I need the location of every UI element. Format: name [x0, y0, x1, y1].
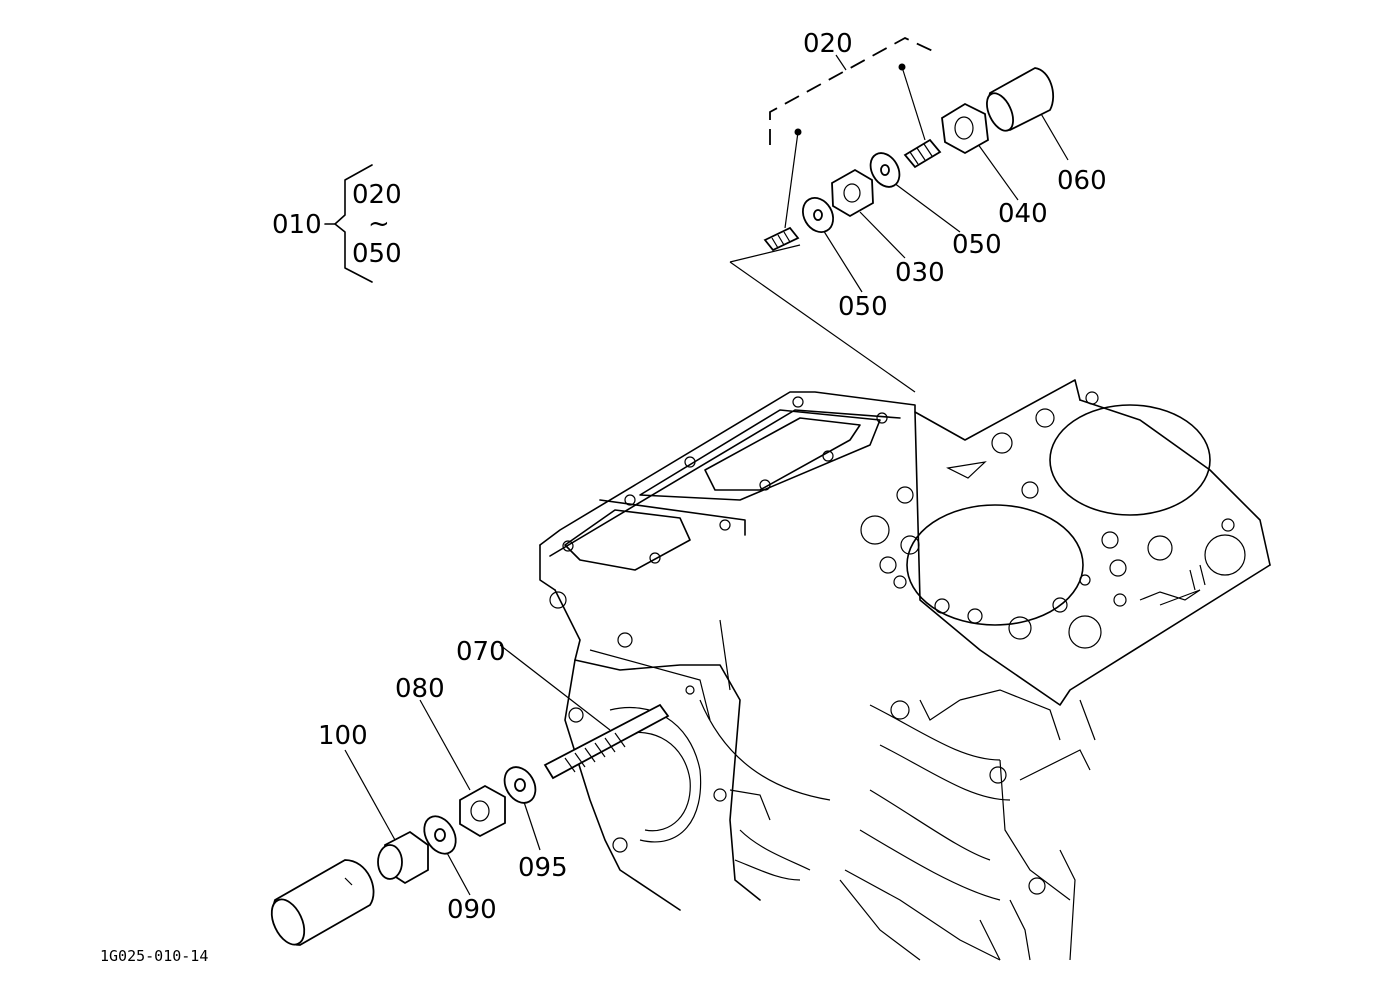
part-set-screw-upper [763, 226, 800, 252]
group-reference: 010 020 ~ 050 [272, 180, 402, 269]
group-range-separator: ~ [368, 209, 390, 239]
callout-050-right: 050 [952, 230, 1002, 260]
callout-030: 030 [895, 258, 945, 288]
group-range-end: 050 [352, 239, 402, 269]
part-cap-060 [986, 67, 1055, 132]
callout-100: 100 [318, 721, 368, 751]
part-nut-030 [831, 168, 874, 218]
part-stud-070 [543, 703, 670, 780]
callout-080: 080 [395, 674, 445, 704]
part-washer-050-right [869, 152, 901, 188]
callout-labels: 020 060 040 050 030 050 070 080 100 095 … [318, 29, 1107, 925]
callout-070: 070 [456, 637, 506, 667]
group-label-010: 010 [272, 210, 322, 240]
callout-050-left: 050 [838, 292, 888, 322]
part-washer-050-left [802, 197, 834, 233]
part-washer-090 [423, 815, 457, 855]
part-adjust-screw [903, 138, 942, 169]
leader-lines [324, 36, 1069, 896]
callout-060: 060 [1057, 166, 1107, 196]
part-cap-lower [270, 859, 375, 946]
part-washer-095 [503, 766, 537, 804]
part-nut-080 [459, 784, 506, 838]
callout-040: 040 [998, 199, 1048, 229]
callout-020: 020 [803, 29, 853, 59]
part-cap-nut-100 [377, 830, 429, 885]
callout-090: 090 [447, 895, 497, 925]
group-range-start: 020 [352, 180, 402, 210]
part-cap-nut-040 [941, 102, 989, 155]
engine-block-drawing [539, 379, 1271, 961]
drawing-code: 1G025-010-14 [100, 947, 208, 965]
callout-095: 095 [518, 853, 568, 883]
